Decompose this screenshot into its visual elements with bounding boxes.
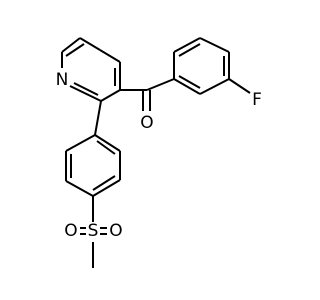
bond	[173, 78, 201, 95]
double-bond-inner	[178, 43, 201, 57]
molecule-drawing: N O F	[56, 37, 262, 268]
double-bond-inner	[65, 43, 85, 57]
pyridine-ring: N	[56, 37, 121, 102]
sulfur-label: S	[88, 221, 99, 241]
bond	[94, 100, 102, 136]
bond	[61, 37, 81, 53]
sulfonylphenyl-ring	[65, 100, 121, 197]
carbonyl-oxygen-label: O	[140, 113, 153, 133]
bond	[69, 85, 102, 102]
bond	[146, 78, 175, 91]
double-bond-inner	[92, 175, 116, 191]
nitrogen-label: N	[56, 70, 69, 90]
bond	[94, 134, 121, 152]
fluorophenyl-ring: F	[173, 37, 262, 110]
bond	[99, 49, 121, 63]
structure-canvas: N O F	[55, 37, 262, 268]
bond	[100, 89, 121, 102]
fluorine-label: F	[252, 90, 262, 110]
carbonyl-group: O	[120, 78, 175, 133]
double-bond-inner	[73, 82, 99, 96]
bond	[65, 180, 94, 197]
bond	[79, 37, 101, 51]
bond	[173, 37, 201, 53]
bond	[65, 134, 96, 152]
bond	[199, 78, 230, 95]
bond	[228, 78, 251, 94]
double-bond-inner	[96, 140, 116, 155]
bond	[199, 37, 230, 53]
sulfonyl-oxygen-right-label: O	[109, 221, 122, 241]
methylsulfonyl-group: S O O	[64, 196, 123, 268]
bond	[92, 179, 121, 197]
double-bond-inner	[178, 75, 201, 89]
sulfonyl-oxygen-left-label: O	[64, 221, 77, 241]
